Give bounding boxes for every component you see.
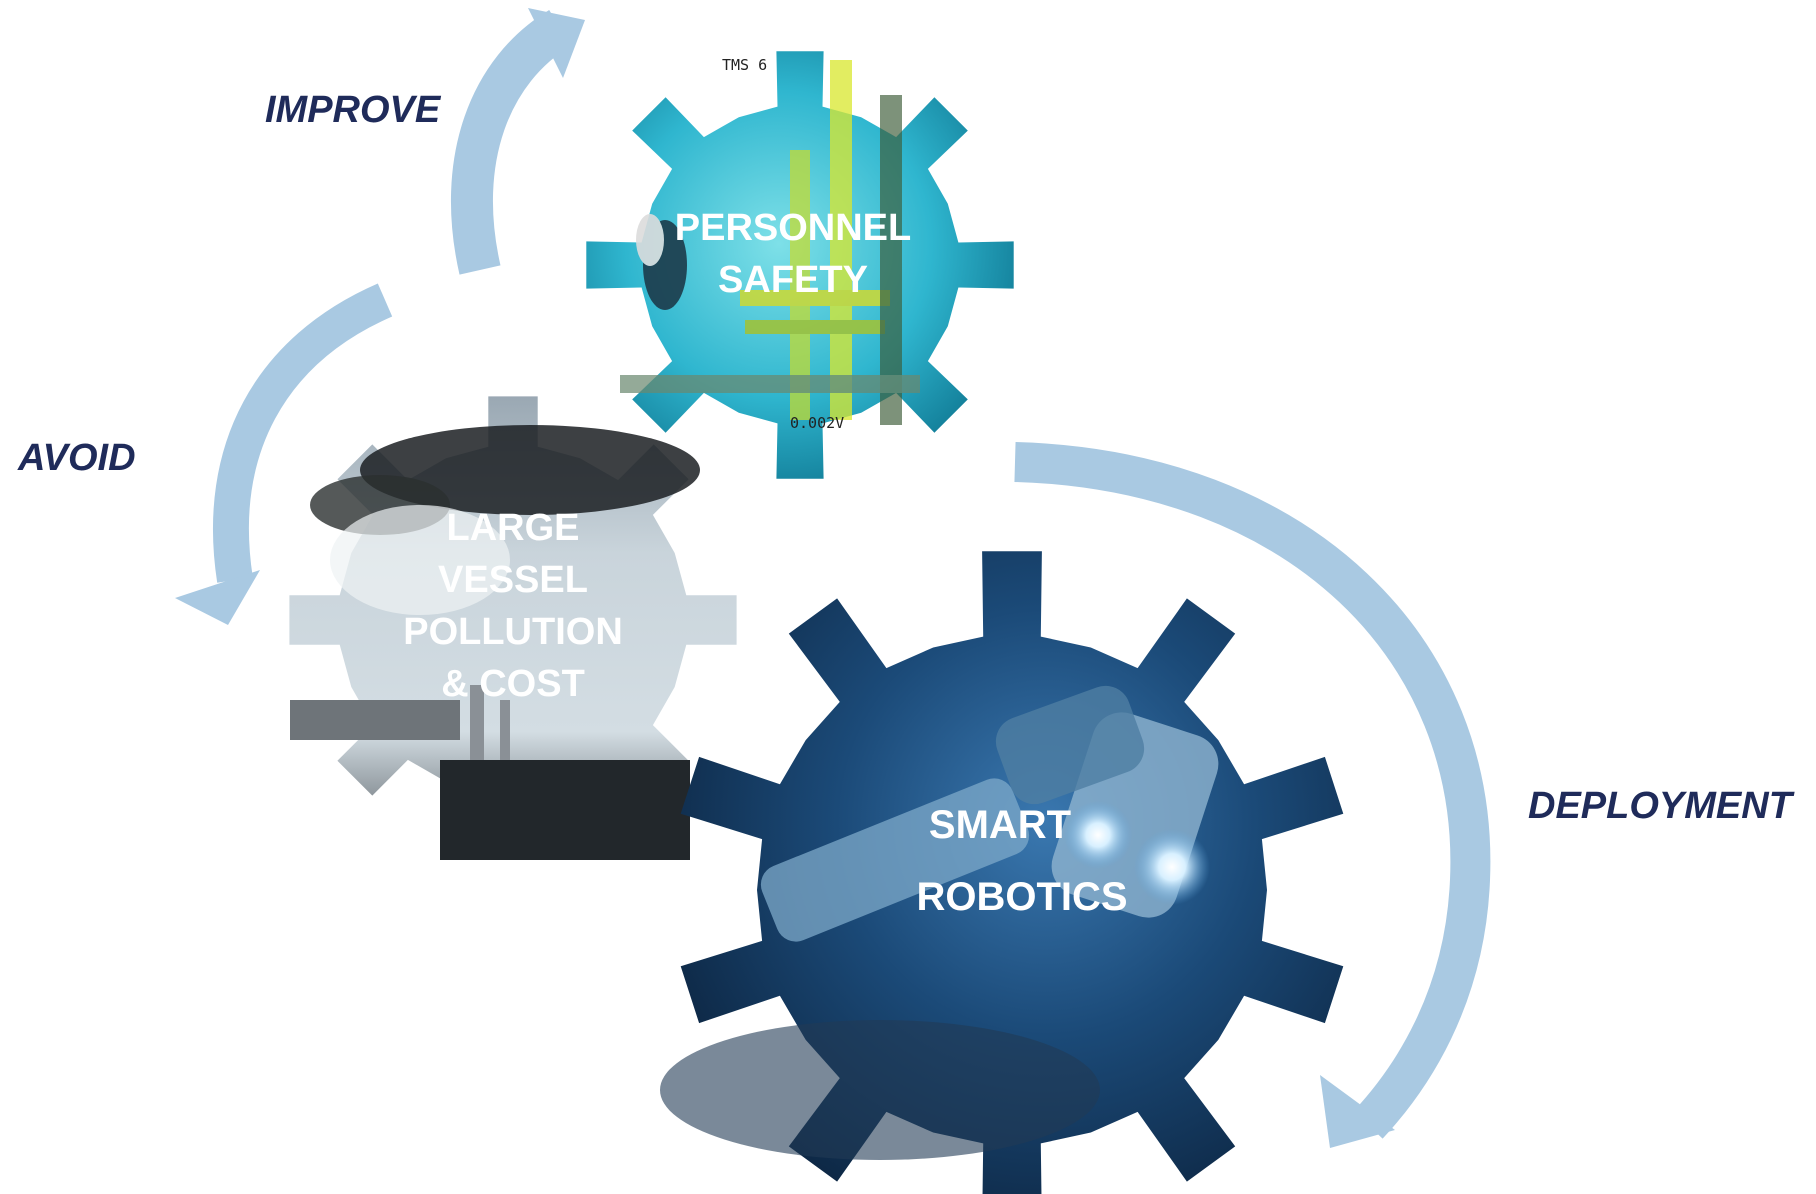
improve-label: IMPROVE (265, 89, 442, 131)
avoid-arrowhead (175, 570, 260, 625)
personnel-gear-scene (620, 60, 920, 425)
deployment-arrowhead (1320, 1075, 1395, 1148)
personnel-overlay-top: TMS 6 (722, 56, 767, 74)
robotics-gear-scene (660, 685, 1219, 1160)
vessel-line-1: LARGE (447, 507, 580, 549)
deployment-label: DEPLOYMENT (1528, 785, 1795, 827)
avoid-arrow (213, 283, 393, 583)
robotics-line-1: SMART (929, 803, 1071, 847)
robotics-line-2: ROBOTICS (916, 875, 1127, 919)
avoid-label: AVOID (17, 437, 136, 479)
vessel-gear-scene (290, 425, 700, 860)
vessel-line-2: VESSEL (438, 559, 588, 601)
personnel-overlay-bottom: 0.002V (790, 414, 844, 432)
smart-robotics-gear: SMART ROBOTICS (660, 551, 1344, 1194)
personnel-safety-gear: TMS 6 0.002V PERSONNEL SAFETY (586, 51, 1014, 479)
vessel-line-3: POLLUTION (403, 611, 623, 653)
personnel-line-2: SAFETY (718, 259, 868, 301)
improve-arrowhead (528, 8, 585, 78)
vessel-line-4: & COST (441, 663, 585, 705)
improve-arrow (450, 10, 572, 275)
vessel-pollution-gear: LARGE VESSEL POLLUTION & COST (289, 396, 737, 860)
personnel-line-1: PERSONNEL (675, 207, 911, 249)
deployment-arrow (1014, 442, 1491, 1139)
